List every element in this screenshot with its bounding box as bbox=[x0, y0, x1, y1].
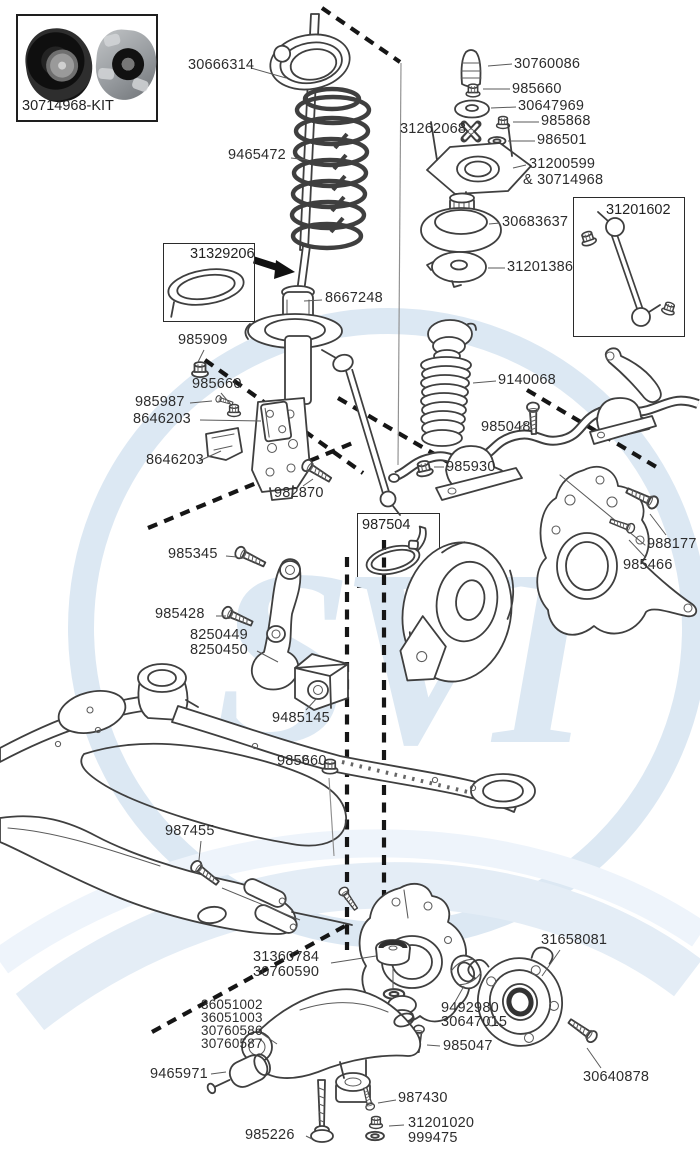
part-label-30647969: 30647969 bbox=[518, 98, 585, 114]
part-label-986501: 986501 bbox=[537, 132, 587, 148]
kit-inset-box bbox=[16, 14, 159, 122]
part-label-8250449: 8250449 bbox=[190, 627, 248, 643]
part-label-9140068: 9140068 bbox=[498, 372, 556, 388]
part-label-985466: 985466 bbox=[623, 557, 673, 573]
part-label-30760586: 30760586 bbox=[201, 1023, 263, 1038]
part-label-31201020: 31201020 bbox=[408, 1115, 475, 1131]
wheel-hub-31658081 bbox=[467, 946, 564, 1047]
bushing-31360784 bbox=[375, 939, 411, 1000]
brake-dust-shield bbox=[399, 541, 515, 683]
part-label-9465971: 9465971 bbox=[150, 1066, 208, 1082]
top-spring-seat bbox=[269, 33, 351, 91]
part-label-31200599: 31200599 bbox=[529, 156, 596, 172]
part-label-985909: 985909 bbox=[178, 332, 228, 348]
strut-assembly bbox=[244, 285, 343, 501]
cable-tie-box-label: 987504 bbox=[362, 517, 411, 533]
part-label-8250450: 8250450 bbox=[190, 642, 248, 658]
kit-box-label: 30714968-KIT bbox=[22, 98, 114, 114]
stabilizer-link-31201602 bbox=[578, 211, 678, 327]
stabilizer-bushing-bracket-right bbox=[589, 397, 657, 445]
clip-8646203 bbox=[205, 427, 243, 461]
leader-lines bbox=[189, 63, 667, 1140]
bushing-9465971 bbox=[206, 1053, 271, 1095]
part-label-30647015: 30647015 bbox=[441, 1014, 508, 1030]
steering-knuckle-right bbox=[536, 465, 698, 636]
subframe bbox=[0, 663, 536, 935]
part-label-8646203: 8646203 bbox=[146, 452, 204, 468]
part-label-31201386: 31201386 bbox=[507, 259, 574, 275]
part-label-985226: 985226 bbox=[245, 1127, 295, 1143]
spacer-30647969 bbox=[454, 99, 490, 119]
part-label-985930: 985930 bbox=[446, 459, 496, 475]
bushing-block-9485145 bbox=[294, 653, 349, 711]
part-label-30760086: 30760086 bbox=[514, 56, 581, 72]
part-label-985660: 985660 bbox=[512, 81, 562, 97]
bracket-plate-8646203 bbox=[260, 400, 293, 443]
part-label-30683637: 30683637 bbox=[502, 214, 569, 230]
metal-mount-photo bbox=[93, 27, 159, 103]
part-label-30760590: 30760590 bbox=[253, 964, 320, 980]
bolt-30640878 bbox=[565, 1015, 600, 1045]
spring-seat-gasket-31329206 bbox=[167, 268, 245, 318]
part-label-30760587: 30760587 bbox=[201, 1036, 263, 1051]
dust-boot-9140068 bbox=[420, 349, 472, 447]
part-label-30714968: & 30714968 bbox=[523, 172, 604, 188]
part-label-985048: 985048 bbox=[481, 419, 531, 435]
cable-tie-987504 bbox=[365, 525, 427, 576]
coil-spring bbox=[289, 86, 372, 251]
part-label-30640878: 30640878 bbox=[583, 1069, 650, 1085]
part-label-9492980: 9492980 bbox=[441, 1000, 499, 1016]
alignment-line bbox=[397, 62, 402, 466]
gasket-box-label: 31329206 bbox=[190, 246, 255, 262]
stab-link-box-label: 31201602 bbox=[606, 202, 671, 218]
svi-watermark: SVI bbox=[0, 308, 700, 1031]
part-label-987455: 987455 bbox=[165, 823, 215, 839]
part-label-985660: 985660 bbox=[192, 376, 242, 392]
part-label-8667248: 8667248 bbox=[325, 290, 383, 306]
nut-alignment-line bbox=[328, 777, 335, 857]
stabilizer-strap-arm bbox=[604, 347, 662, 404]
bump-stop-30760086 bbox=[460, 49, 482, 88]
part-label-985428: 985428 bbox=[155, 606, 205, 622]
strut-mount-31200599 bbox=[426, 121, 532, 213]
gasket-inset-box bbox=[163, 243, 255, 322]
part-label-985345: 985345 bbox=[168, 546, 218, 562]
rubber-mount-photo bbox=[21, 23, 97, 107]
part-label-9485145: 9485145 bbox=[272, 710, 330, 726]
part-label-987430: 987430 bbox=[398, 1090, 448, 1106]
part-label-985660: 985660 bbox=[277, 753, 327, 769]
part-label-985047: 985047 bbox=[443, 1038, 493, 1054]
part-label-9465472: 9465472 bbox=[228, 147, 286, 163]
bolt-982870 bbox=[299, 457, 335, 486]
stabilizer-bar bbox=[388, 395, 700, 483]
part-label-31262068: 31262068 bbox=[400, 121, 467, 137]
part-label-982870: 982870 bbox=[274, 485, 324, 501]
link-bracket-8250449 bbox=[250, 558, 302, 691]
part-label-985987: 985987 bbox=[135, 394, 185, 410]
part-label-8646203: 8646203 bbox=[133, 411, 191, 427]
spring-seat-31201386 bbox=[426, 251, 487, 288]
assembly-dashed-lines bbox=[147, 6, 660, 1034]
part-label-985868: 985868 bbox=[541, 113, 591, 129]
flange-nut-985660-c bbox=[465, 83, 481, 98]
bolt-985226 bbox=[310, 1079, 334, 1143]
bearing-seat-30683637 bbox=[420, 192, 502, 253]
part-label-36051003: 36051003 bbox=[201, 1010, 263, 1025]
stabilizer-end-link bbox=[321, 349, 401, 516]
part-label-988177: 988177 bbox=[647, 536, 697, 552]
part-label-999475: 999475 bbox=[408, 1130, 458, 1146]
part-label-31360784: 31360784 bbox=[253, 949, 320, 965]
part-label-31658081: 31658081 bbox=[541, 932, 608, 948]
pointer-arrow bbox=[252, 256, 295, 279]
bushing-9492980 bbox=[450, 954, 482, 990]
part-label-36051002: 36051002 bbox=[201, 997, 263, 1012]
nut-31201020 bbox=[365, 1115, 385, 1142]
retainer-clip-31262068 bbox=[460, 120, 482, 143]
flange-nut-985660-a bbox=[226, 403, 242, 418]
stabilizer-bushing-bracket-left bbox=[435, 445, 523, 501]
part-label-30666314: 30666314 bbox=[188, 57, 255, 73]
flange-nut-985909 bbox=[191, 361, 209, 379]
